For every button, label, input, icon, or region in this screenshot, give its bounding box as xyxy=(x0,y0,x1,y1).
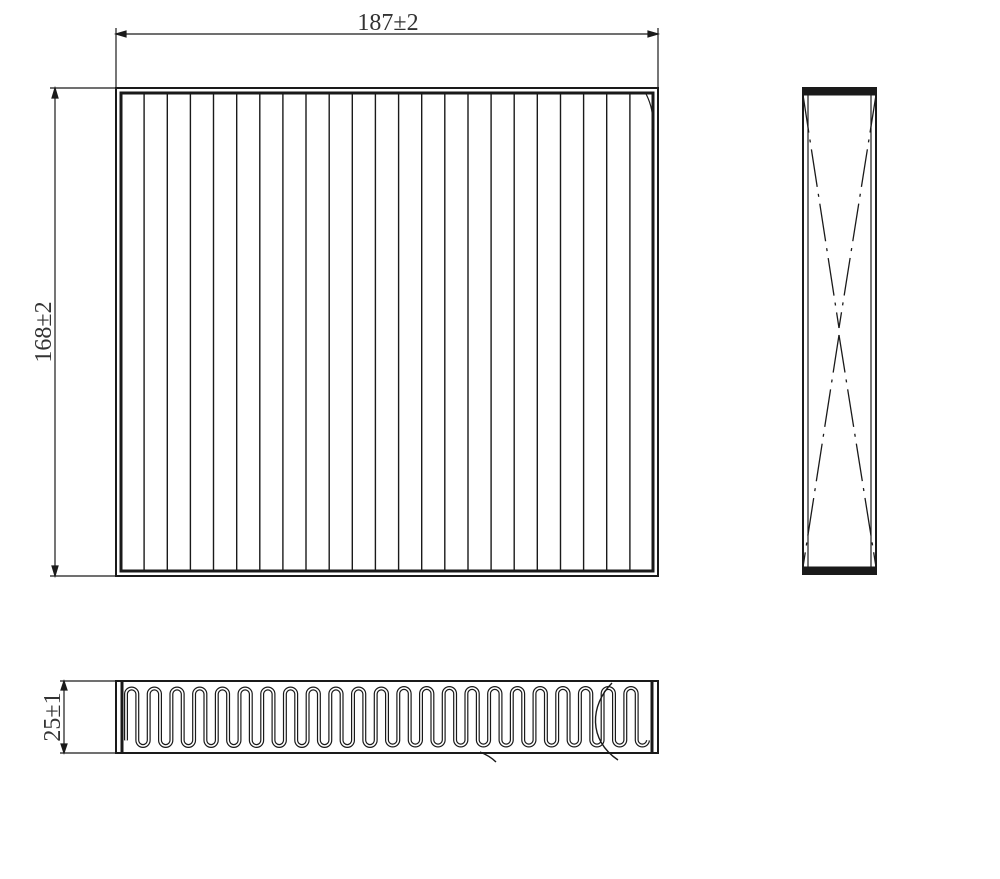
width-dimension-arrow-right xyxy=(647,30,661,38)
bottom-view-pleat-wave-inner xyxy=(125,687,649,747)
bottom-view-frame xyxy=(115,680,659,754)
front-view xyxy=(115,87,659,577)
side-view xyxy=(802,87,877,575)
depth-dimension-arrow-bottom xyxy=(60,743,68,755)
height-dimension-arrow-bottom xyxy=(51,565,59,579)
width-dimension-arrow-left xyxy=(113,30,127,38)
front-view-inner-frame xyxy=(119,91,655,573)
depth-dimension-arrow-top xyxy=(60,679,68,691)
height-dimension-arrow-top xyxy=(51,85,59,99)
side-view-centerlines xyxy=(802,94,877,568)
width-dimension xyxy=(113,28,661,155)
bottom-view-curve-mark-2 xyxy=(479,751,497,763)
front-view-pleat-lines xyxy=(143,93,631,571)
side-view-top-band xyxy=(802,87,877,96)
height-dimension xyxy=(50,85,116,579)
side-view-diagonal-4 xyxy=(838,334,877,568)
side-view-diagonal-2 xyxy=(838,94,877,329)
side-view-diagonal-1 xyxy=(802,94,840,329)
front-view-outer-frame xyxy=(115,87,659,577)
depth-dimension xyxy=(60,679,116,755)
side-view-bottom-band xyxy=(802,566,877,575)
bottom-view-curve-mark-1 xyxy=(594,682,619,761)
width-dimension-label: 187±2 xyxy=(357,10,418,36)
height-dimension-label: 168±2 xyxy=(31,301,57,362)
front-view-corner-mark xyxy=(644,91,654,131)
side-view-diagonal-3 xyxy=(802,334,840,568)
depth-dimension-label: 25±1 xyxy=(40,692,66,741)
bottom-view xyxy=(115,680,659,763)
